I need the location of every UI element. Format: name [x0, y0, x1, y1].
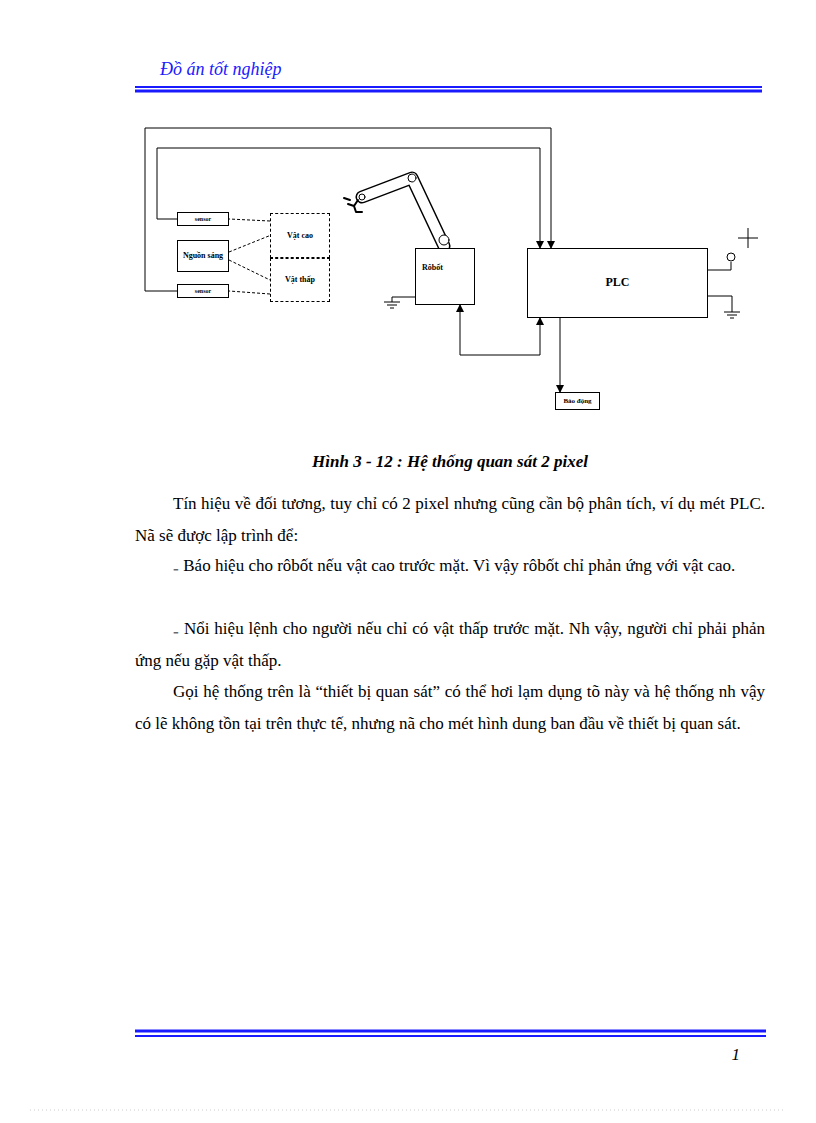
- node-text: PLC: [606, 276, 630, 290]
- object-region: Vật cao: [270, 213, 330, 258]
- sensor-box: sensor: [177, 284, 229, 298]
- light-path: [229, 291, 270, 294]
- node-text: Vật cao: [287, 231, 313, 240]
- node-text: Rôbốt: [422, 263, 443, 272]
- node-text: Vật thấp: [285, 275, 315, 284]
- signal-wire: [560, 318, 561, 392]
- node-text: Báo động: [563, 397, 591, 405]
- page-edge: [30, 1110, 786, 1111]
- footer-rule: [135, 1031, 766, 1036]
- alarm-box: Báo động: [555, 392, 600, 410]
- plc-box: PLC: [527, 248, 708, 318]
- signal-wire: [145, 128, 551, 291]
- header-rule: [135, 87, 762, 91]
- robot-arm: [344, 174, 449, 246]
- light-source-box: Nguồn sáng: [177, 240, 229, 272]
- light-path: [229, 219, 270, 221]
- signal-wire: [157, 148, 540, 248]
- object-region: Vật thấp: [270, 258, 330, 302]
- figure-caption: Hình 3 - 12 : Hệ thống quan sát 2 pixel: [135, 451, 765, 472]
- node-text: sensor: [195, 288, 211, 295]
- body-paragraph: ₋ Báo hiệu cho rôbốt nếu vật cao trước m…: [135, 550, 765, 582]
- robot-ground: [384, 297, 415, 308]
- node-text: Nguồn sáng: [183, 251, 223, 260]
- plc-ground: [708, 296, 740, 318]
- body-paragraph: Gọi hệ thống trên là “thiết bị quan sát”…: [135, 676, 765, 740]
- light-path: [229, 260, 270, 280]
- robot-box: Rôbốt: [415, 248, 475, 305]
- running-header: Đồ án tốt nghiệp: [160, 58, 460, 81]
- body-paragraph: ₋ Nổi hiệu lệnh cho người nếu chỉ có vật…: [135, 613, 765, 677]
- body-paragraph: Tín hiệu về đối tương, tuy chỉ có 2 pixe…: [135, 488, 765, 552]
- power-supply: [708, 228, 758, 270]
- page-number: 1: [700, 1044, 740, 1065]
- light-path: [229, 236, 270, 253]
- node-text: sensor: [195, 216, 211, 223]
- sensor-box: sensor: [177, 212, 229, 226]
